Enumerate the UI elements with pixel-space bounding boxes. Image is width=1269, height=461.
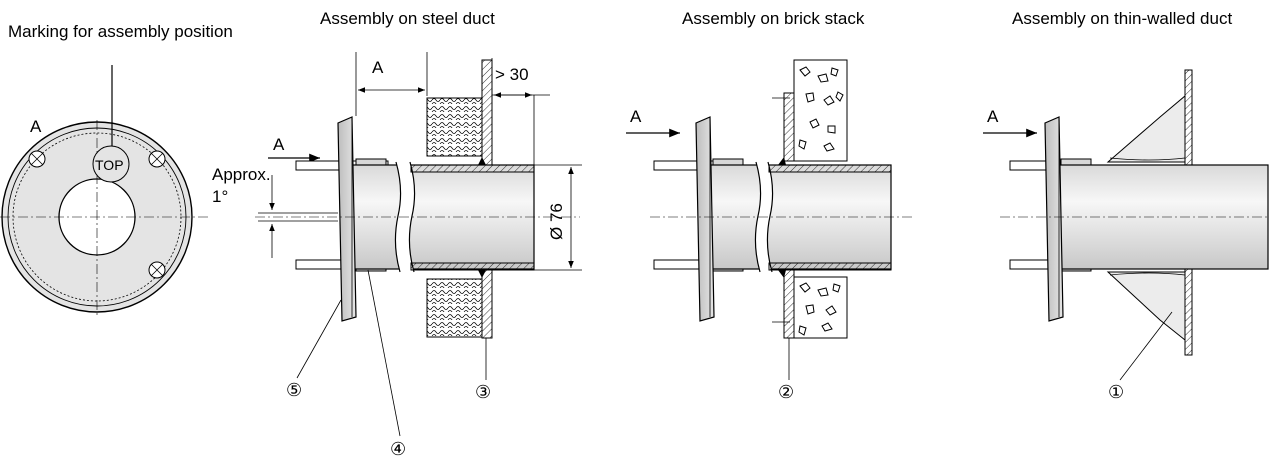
flange-plate (695, 116, 715, 322)
view-a-label: A (30, 117, 42, 136)
view-a-label: A (987, 107, 999, 126)
title-brick-stack: Assembly on brick stack (682, 9, 865, 28)
top-marking: TOP (95, 157, 124, 173)
duct-wall (481, 269, 493, 339)
duct-wall (481, 59, 493, 166)
dimension-a-label: A (372, 58, 384, 77)
callout-2: ② (778, 382, 794, 402)
welded-support (1106, 271, 1186, 342)
title-steel-duct: Assembly on steel duct (320, 9, 495, 28)
approx-label: Approx. (212, 165, 271, 184)
bolt-hole (148, 150, 166, 168)
title-marking: Marking for assembly position (8, 22, 233, 41)
brick-wall (783, 59, 848, 339)
bolt-hole (28, 150, 46, 168)
callout-3: ③ (475, 382, 491, 402)
welded-support (1106, 94, 1186, 163)
dimension-dia-label: Ø 76 (547, 203, 566, 240)
flange-plate (1044, 116, 1064, 322)
flange-front-view: TOP A (0, 65, 210, 315)
insulation (426, 97, 483, 157)
dimension-30-label: > 30 (495, 65, 529, 84)
view-a-label: A (273, 135, 285, 154)
callout-4: ④ (390, 439, 406, 459)
bolt-hole (148, 261, 166, 279)
flange-plate (337, 116, 357, 322)
angle-label: 1° (212, 187, 228, 206)
brick-stack-assembly: A ② (626, 59, 912, 402)
callout-5: ⑤ (286, 380, 302, 400)
thin-walled-duct-assembly: A ① (983, 69, 1269, 402)
steel-duct-assembly: A Approx. 1° (212, 52, 582, 459)
view-a-label: A (630, 107, 642, 126)
callout-1: ① (1108, 382, 1124, 402)
title-thin-walled-duct: Assembly on thin-walled duct (1012, 9, 1232, 28)
insulation (426, 278, 483, 338)
